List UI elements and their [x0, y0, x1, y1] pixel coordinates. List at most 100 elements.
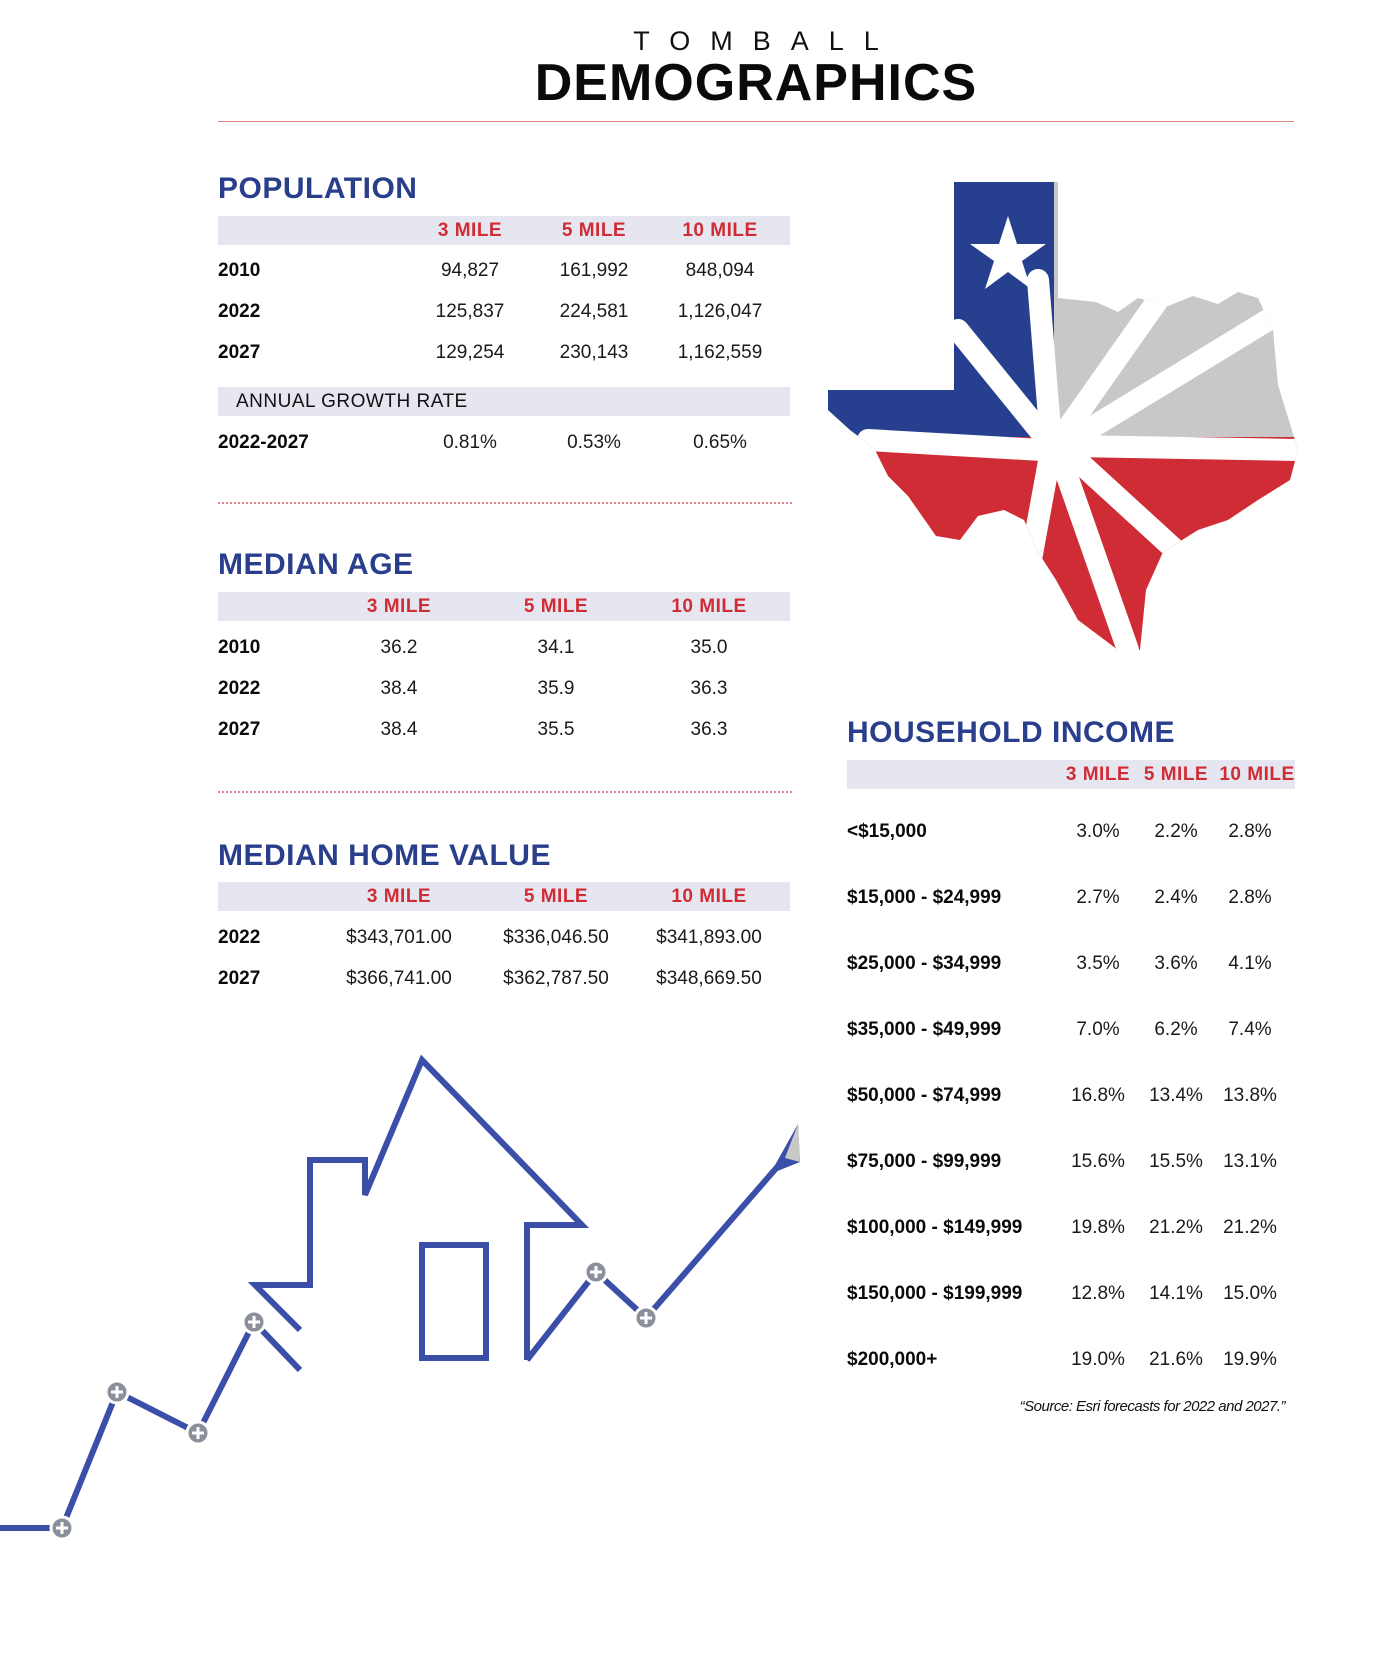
- home-value-row-label: 2022: [218, 927, 261, 948]
- income-cell: 3.5%: [1076, 953, 1120, 974]
- income-cell: 12.8%: [1071, 1283, 1125, 1304]
- home-value-cell: $362,787.50: [503, 968, 609, 989]
- population-cell: 161,992: [559, 260, 629, 281]
- median-age-col-10mile: 10 MILE: [671, 596, 747, 617]
- median-age-cell: 36.3: [690, 719, 728, 740]
- population-cell: 1,126,047: [677, 301, 763, 322]
- median-age-cell: 35.5: [537, 719, 575, 740]
- population-cell: 224,581: [559, 301, 629, 322]
- house-growth-arrow-icon: [0, 1054, 800, 1541]
- income-cell: 2.4%: [1154, 887, 1198, 908]
- median-age-cell: 36.2: [380, 637, 418, 658]
- home-value-cell: $366,741.00: [346, 968, 452, 989]
- population-row-label: 2022: [218, 301, 261, 322]
- home-value-col-5mile: 5 MILE: [523, 886, 589, 907]
- household-income-title: HOUSEHOLD INCOME: [847, 716, 1176, 749]
- section-divider: [218, 502, 792, 504]
- income-row-label: $35,000 - $49,999: [847, 1019, 1002, 1040]
- median-age-row-label: 2027: [218, 719, 261, 740]
- income-row-label: <$15,000: [847, 821, 927, 842]
- population-row-label: 2027: [218, 342, 261, 363]
- income-cell: 21.2%: [1149, 1217, 1203, 1238]
- median-age-cell: 34.1: [537, 637, 575, 658]
- income-cell: 7.0%: [1076, 1019, 1120, 1040]
- income-cell: 19.9%: [1223, 1349, 1277, 1370]
- median-age-row-label: 2010: [218, 637, 261, 658]
- median-age-cell: 36.3: [690, 678, 728, 699]
- population-cell: 129,254: [435, 342, 505, 363]
- income-cell: 2.8%: [1228, 887, 1272, 908]
- income-cell: 15.0%: [1223, 1283, 1277, 1304]
- population-cell: 94,827: [440, 260, 500, 281]
- income-cell: 21.6%: [1149, 1349, 1203, 1370]
- median-age-cell: 35.0: [690, 637, 728, 658]
- population-row-label: 2010: [218, 260, 261, 281]
- home-value-cell: $348,669.50: [656, 968, 762, 989]
- section-divider: [218, 791, 792, 793]
- income-cell: 13.1%: [1223, 1151, 1277, 1172]
- income-cell: 14.1%: [1149, 1283, 1203, 1304]
- growth-cell: 0.81%: [443, 432, 497, 453]
- header-kicker: TOMBALL: [633, 26, 899, 56]
- population-col-5mile: 5 MILE: [561, 220, 627, 241]
- income-cell: 15.6%: [1071, 1151, 1125, 1172]
- median-age-col-3mile: 3 MILE: [366, 596, 432, 617]
- population-header-band: [218, 216, 790, 245]
- home-value-row-label: 2027: [218, 968, 261, 989]
- growth-rate-label: ANNUAL GROWTH RATE: [236, 391, 468, 412]
- income-cell: 2.7%: [1076, 887, 1120, 908]
- income-cell: 16.8%: [1071, 1085, 1125, 1106]
- growth-cell: 0.65%: [693, 432, 747, 453]
- income-cell: 13.4%: [1149, 1085, 1203, 1106]
- home-value-col-10mile: 10 MILE: [671, 886, 747, 907]
- income-row-label: $200,000+: [847, 1349, 938, 1370]
- growth-rate-band: [218, 387, 790, 416]
- home-value-header-band: [218, 882, 790, 911]
- population-title: POPULATION: [218, 172, 418, 205]
- header-divider: [218, 121, 1294, 122]
- income-cell: 6.2%: [1154, 1019, 1198, 1040]
- median-age-cell: 35.9: [537, 678, 575, 699]
- income-cell: 19.0%: [1071, 1349, 1125, 1370]
- income-cell: 4.1%: [1228, 953, 1272, 974]
- population-cell: 125,837: [435, 301, 505, 322]
- income-cell: 2.8%: [1228, 821, 1272, 842]
- source-note: “Source: Esri forecasts for 2022 and 202…: [1019, 1398, 1286, 1415]
- median-age-cell: 38.4: [380, 678, 418, 699]
- income-cell: 7.4%: [1228, 1019, 1272, 1040]
- income-cell: 15.5%: [1149, 1151, 1203, 1172]
- population-cell: 848,094: [685, 260, 755, 281]
- median-age-cell: 38.4: [380, 719, 418, 740]
- income-row-label: $150,000 - $199,999: [847, 1283, 1023, 1304]
- median-age-header-band: [218, 592, 790, 621]
- median-home-value-title: MEDIAN HOME VALUE: [218, 839, 551, 872]
- income-row-label: $50,000 - $74,999: [847, 1085, 1002, 1106]
- income-cell: 3.0%: [1076, 821, 1120, 842]
- population-cell: 1,162,559: [677, 342, 763, 363]
- income-header-band: [847, 760, 1295, 789]
- income-row-label: $25,000 - $34,999: [847, 953, 1002, 974]
- population-col-10mile: 10 MILE: [682, 220, 758, 241]
- income-cell: 13.8%: [1223, 1085, 1277, 1106]
- median-age-title: MEDIAN AGE: [218, 548, 414, 581]
- home-value-cell: $336,046.50: [503, 927, 609, 948]
- growth-cell: 0.53%: [567, 432, 621, 453]
- income-row-label: $15,000 - $24,999: [847, 887, 1002, 908]
- income-cell: 3.6%: [1154, 953, 1198, 974]
- growth-row-label: 2022-2027: [218, 432, 309, 453]
- home-value-cell: $343,701.00: [346, 927, 452, 948]
- income-cell: 2.2%: [1154, 821, 1198, 842]
- page-title: DEMOGRAPHICS: [534, 54, 978, 112]
- income-col-3mile: 3 MILE: [1065, 764, 1131, 785]
- income-cell: 19.8%: [1071, 1217, 1125, 1238]
- income-row-label: $100,000 - $149,999: [847, 1217, 1023, 1238]
- income-cell: 21.2%: [1223, 1217, 1277, 1238]
- population-col-3mile: 3 MILE: [437, 220, 503, 241]
- median-age-col-5mile: 5 MILE: [523, 596, 589, 617]
- texas-flag-hands-icon: [828, 182, 1298, 650]
- income-col-10mile: 10 MILE: [1219, 764, 1295, 785]
- income-row-label: $75,000 - $99,999: [847, 1151, 1002, 1172]
- home-value-cell: $341,893.00: [656, 927, 762, 948]
- home-value-col-3mile: 3 MILE: [366, 886, 432, 907]
- population-cell: 230,143: [559, 342, 629, 363]
